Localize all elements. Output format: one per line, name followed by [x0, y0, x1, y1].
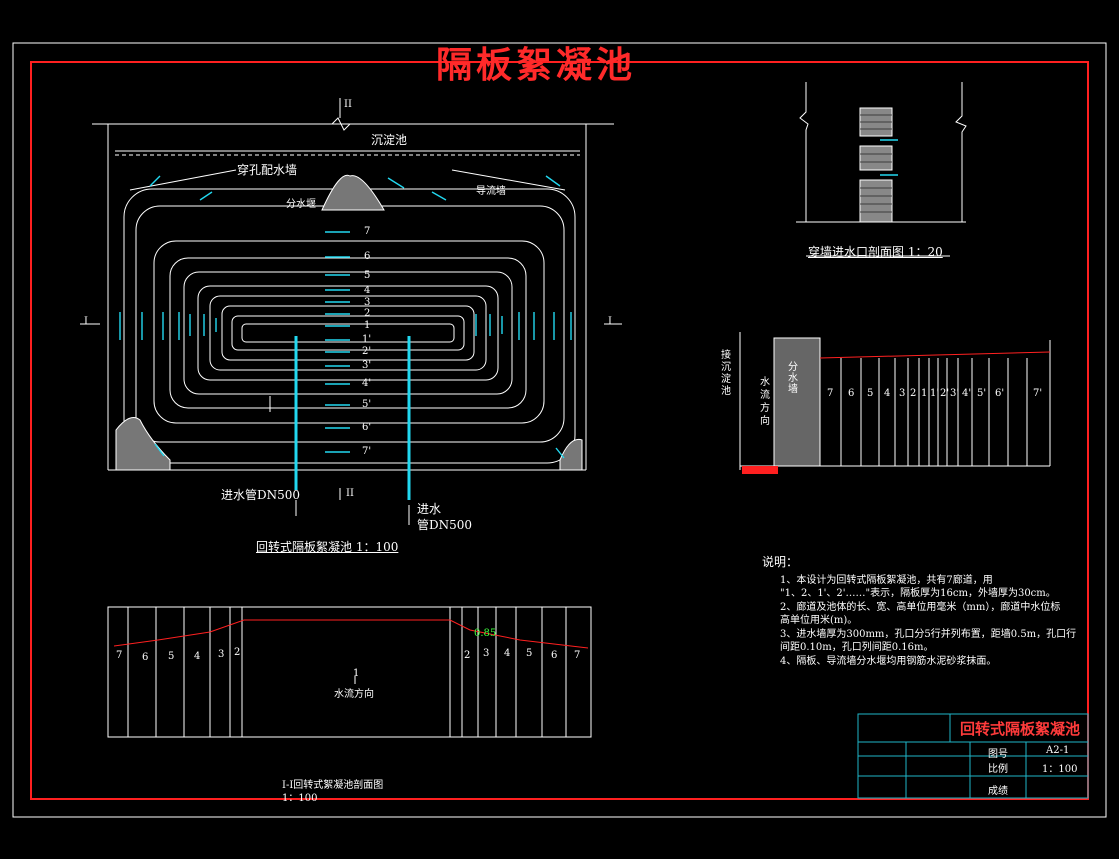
inlet-label-left: 进水管DN500 — [221, 488, 301, 502]
s2-num: 3' — [950, 388, 960, 399]
corridor-num: 1 — [364, 320, 371, 331]
tb-grade-label: 成绩 — [988, 786, 1008, 797]
corridor-num: 7 — [364, 226, 371, 237]
corridor-num: 5' — [362, 399, 372, 410]
s2-num: 6' — [995, 388, 1005, 399]
section-mark-right: I — [608, 316, 612, 327]
section-II — [739, 332, 1051, 470]
tb-drawing-no: A2-1 — [1046, 745, 1070, 756]
s1-num: 6 — [142, 652, 149, 663]
s1-num: 2 — [464, 650, 471, 661]
section-mark-left: I — [84, 316, 88, 327]
s2-num: 2' — [940, 388, 950, 399]
corridor-num: 4 — [364, 285, 371, 296]
corridor-num: 2 — [364, 308, 371, 319]
s1-num: 5 — [168, 651, 175, 662]
s2-num: 3 — [899, 388, 906, 399]
tb-title: 回转式隔板絮凝池 — [960, 720, 1081, 738]
s1-num: 3 — [483, 648, 490, 659]
flow-arrows — [119, 175, 572, 459]
s2-num: 5 — [867, 388, 874, 399]
outer-frame — [12, 42, 1107, 818]
section-II-splitter: 分水墙 — [788, 362, 798, 395]
s1-green-mark: 0.85 — [474, 628, 497, 639]
label-perforated-wall: 穿孔配水墙 — [237, 163, 298, 177]
s2-num: 5' — [977, 388, 987, 399]
note-line: 1、本设计为回转式隔板絮凝池，共有7廊道，用 — [780, 574, 993, 586]
plan-caption: 回转式隔板絮凝池 1：100 — [256, 540, 399, 554]
tb-scale: 1：100 — [1042, 764, 1078, 775]
s1-num: 4 — [194, 651, 201, 662]
plan-view — [80, 98, 622, 500]
note-line: 4、隔板、导流墙分水堰均用钢筋水泥砂浆抹面。 — [780, 655, 997, 667]
title-block — [857, 713, 1089, 799]
s1-num: 7 — [116, 650, 123, 661]
section-mark-bottom: II — [346, 488, 354, 499]
s1-num: 3 — [218, 649, 225, 660]
section-II-left-label: 接沉淀池 — [721, 350, 731, 397]
s1-num: 6 — [551, 650, 558, 661]
s1-num: 7 — [574, 650, 581, 661]
s2-num: 2 — [910, 388, 917, 399]
s2-num: 4 — [884, 388, 891, 399]
s1-num: 4 — [504, 648, 511, 659]
inlet-label-right-2: 管DN500 — [417, 518, 473, 532]
wall-detail — [796, 82, 967, 223]
tb-drawing-no-label: 图号 — [988, 749, 1008, 760]
note-line: 2、廊道及池体的长、宽、高单位用毫米（mm），廊道中水位标 — [780, 601, 1061, 613]
main-title: 隔板絮凝池 — [436, 44, 637, 86]
label-diverter-wall: 导流墙 — [476, 186, 506, 197]
s1-center-label: 1 — [353, 668, 360, 679]
wall-detail-caption: 穿墙进水口剖面图 1：20 — [808, 245, 943, 259]
s2-num: 6 — [848, 388, 855, 399]
label-splitter: 分水堰 — [286, 199, 316, 210]
s2-num: 4' — [962, 388, 972, 399]
corridor-num: 3 — [364, 297, 371, 308]
section-II-flow: 水流方向 — [760, 377, 770, 427]
s2-num: 1 — [921, 388, 928, 399]
corridor-num: 6' — [362, 422, 372, 433]
note-line: "1、2、1'、2'……"表示，隔板厚为16cm，外墙厚为30cm。 — [780, 588, 1056, 599]
s1-num: 5 — [526, 648, 533, 659]
corridor-num: 4' — [362, 378, 372, 389]
tb-scale-label: 比例 — [988, 764, 1008, 775]
s1-flow-label: 水流方向 — [334, 689, 374, 700]
note-line: 3、进水墙厚为300mm，孔口分5行并列布置，距墙0.5m，孔口行 — [780, 628, 1077, 640]
corridor-num: 7' — [362, 446, 372, 457]
note-line: 高单位用米(m)。 — [780, 615, 858, 626]
s1-caption: I-I回转式絮凝池剖面图 — [282, 780, 384, 791]
corridor-num: 6 — [364, 251, 371, 262]
label-sedimentation: 沉淀池 — [371, 133, 408, 147]
corridor-num: 2' — [362, 346, 372, 357]
section-mark-top: II — [344, 99, 352, 110]
notes-heading: 说明： — [762, 555, 799, 569]
notes-block: 说明： 1、本设计为回转式隔板絮凝池，共有7廊道，用 "1、2、1'、2'……"… — [762, 555, 1077, 668]
corridor-num: 1' — [362, 334, 372, 345]
inner-frame — [30, 61, 1089, 800]
s2-num: 7 — [827, 388, 834, 399]
s1-caption-scale: 1：100 — [282, 793, 318, 804]
note-line: 间距0.10m，孔口列间距0.16m。 — [780, 642, 934, 653]
inlet-label-right-1: 进水 — [417, 502, 442, 516]
s2-num: 7' — [1033, 388, 1043, 399]
corridor-num: 3' — [362, 360, 372, 371]
section-I — [107, 606, 592, 738]
s2-num: 1' — [930, 388, 940, 399]
s1-num: 2 — [234, 647, 241, 658]
corridor-num: 5 — [364, 270, 371, 281]
